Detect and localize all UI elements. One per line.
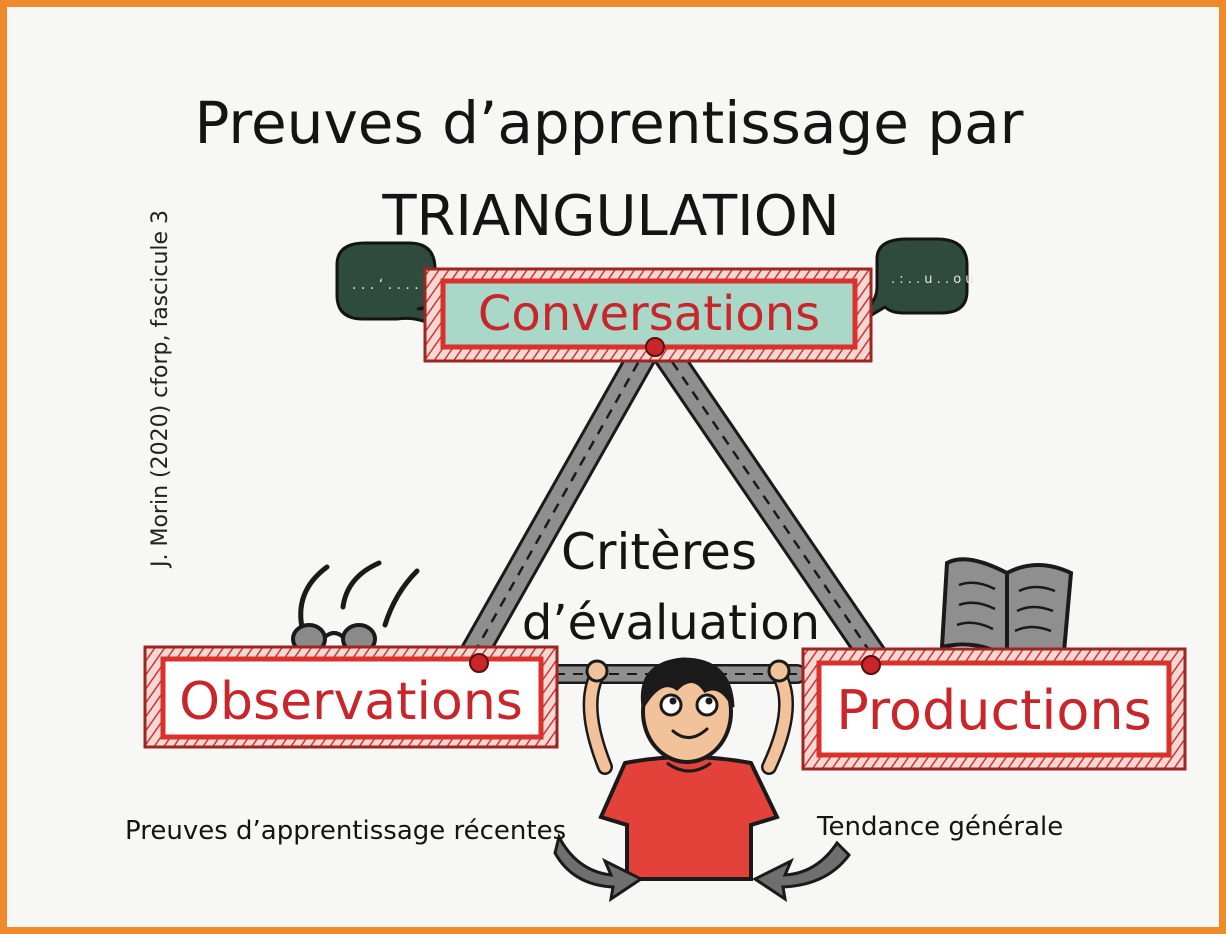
caption-right: Tendance générale — [816, 812, 1063, 842]
center-label-line-2: d’évaluation — [522, 595, 820, 651]
speech-bubble-left-glyphs: . . . ‘ . . . . — [352, 277, 419, 293]
node-observations-label: Observations — [179, 672, 523, 732]
triangle-road-left — [454, 332, 662, 677]
triangulation-diagram: Preuves d’apprentissage par TRIANGULATIO… — [125, 89, 1187, 903]
speech-bubble-right-glyphs: . : . . u . . o u — [891, 272, 974, 287]
character-illustration — [582, 657, 795, 881]
speech-bubble-icon: . . . ‘ . . . . — [335, 241, 444, 323]
speech-bubble-icon: . : . . u . . o u — [861, 237, 974, 323]
node-conversations-label: Conversations — [478, 286, 820, 342]
arrow-icon — [752, 840, 851, 903]
vertex-dot-left — [469, 653, 489, 673]
vertex-dot-right — [861, 655, 881, 675]
node-productions-label: Productions — [836, 679, 1151, 742]
credit-text: J. Morin (2020) cforp, fascicule 3 — [148, 210, 173, 569]
caption-left: Preuves d’apprentissage récentes — [125, 816, 566, 846]
glasses-icon — [291, 560, 420, 655]
title-line-1: Preuves d’apprentissage par — [194, 89, 1023, 157]
triangle-road-right — [647, 332, 894, 680]
open-book-icon — [939, 557, 1074, 667]
node-observations: Observations — [143, 645, 559, 749]
node-productions: Productions — [801, 647, 1187, 771]
vertex-dot-top — [645, 337, 665, 357]
arrow-icon — [553, 832, 644, 903]
center-label-line-1: Critères — [561, 523, 757, 581]
title-line-2: TRIANGULATION — [381, 184, 839, 249]
